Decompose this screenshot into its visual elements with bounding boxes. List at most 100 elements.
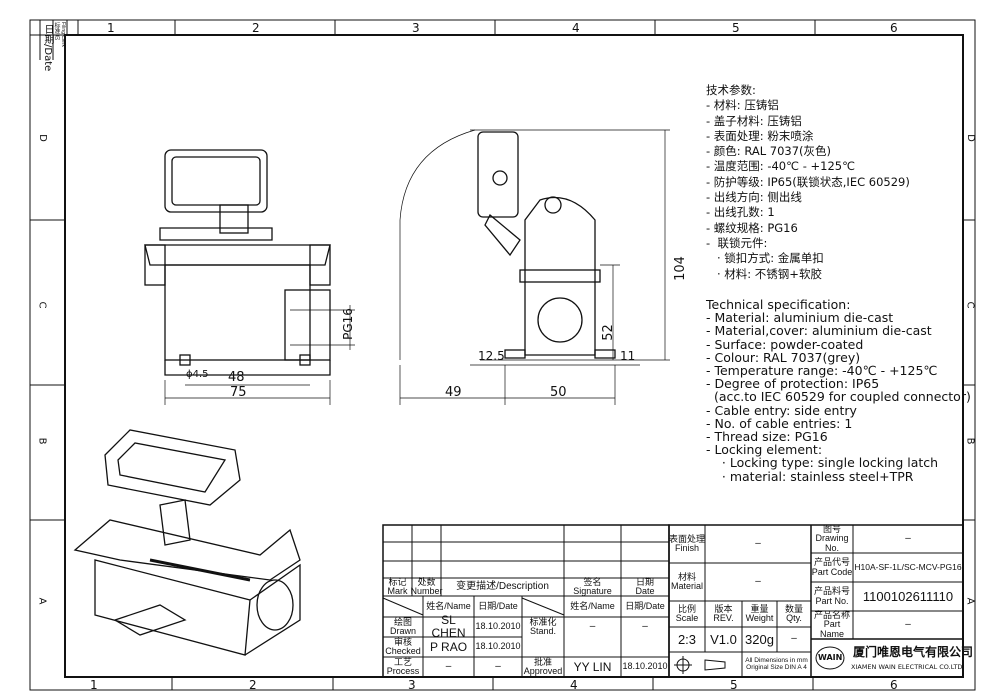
process-date: – (495, 660, 501, 672)
spec-en-line: - Material,cover: aluminium die-cast (706, 323, 932, 339)
column-label: 1 (107, 21, 115, 35)
spec-cn-line: - 温度范围: -40℃ - +125℃ (706, 159, 855, 174)
dim-inner-width: 48 (228, 370, 245, 385)
scale-value: 2:3 (677, 631, 697, 647)
spec-en-line: - Degree of protection: IP65 (706, 376, 880, 392)
column-dividers (30, 20, 975, 690)
wain-logo (815, 646, 845, 670)
part-name-value: – (905, 618, 911, 630)
spec-en-line: - Locking element: (706, 442, 823, 458)
dim-hole: ϕ4.5 (186, 369, 209, 380)
spec-en-line: · Locking type: single locking latch (706, 455, 939, 471)
dim-height: 104 (672, 256, 688, 281)
drawn-date: 18.10.2010 (475, 621, 521, 632)
dim-mid-height: 52 (600, 324, 616, 341)
spec-cn-line: - 联锁元件: (706, 235, 768, 250)
side-view (399, 129, 670, 405)
stand-date: – (642, 620, 648, 632)
checked-name: P RAO (429, 639, 468, 654)
part-no-value: 1100102611110 (862, 588, 954, 604)
date-header: 日期/Date (478, 600, 518, 611)
weight-value: 320g (745, 631, 774, 647)
spec-en-line: - Temperature range: -40℃ - +125℃ (706, 363, 938, 379)
spec-en-line: - No. of cable entries: 1 (706, 415, 853, 431)
spec-cn-line: - 出线孔数: 1 (706, 205, 775, 220)
column-label: 4 (572, 21, 580, 35)
column-label: 1 (90, 678, 98, 692)
spec-cn-line: - 颜色: RAL 7037(灰色) (706, 144, 832, 159)
spec-en-line: - Surface: powder-coated (706, 336, 864, 352)
specs-cn-title: 技术参数: (706, 83, 756, 97)
spec-cn-line: - 防护等级: IP65(联锁状态,IEC 60529) (706, 174, 910, 189)
column-label: 4 (570, 678, 578, 692)
row-label: B (36, 437, 48, 445)
spec-en-line: - Material: aluminium die-cast (706, 310, 894, 326)
date-header: 日期/Date (625, 600, 665, 611)
row-label: D (964, 134, 976, 142)
name-header: 姓名/Name (570, 600, 615, 611)
row-label: A (964, 597, 976, 605)
wain-logo-text: WAIN (818, 653, 843, 662)
isometric-view (73, 429, 301, 656)
spec-cn-line: - 出线方向: 侧出线 (706, 190, 802, 205)
spec-en-line: (acc.to IEC 60529 for coupled connector) (706, 389, 971, 405)
spec-en-line: - Cable entry: side entry (706, 402, 857, 418)
column-label: 3 (412, 21, 420, 35)
column-label: 6 (890, 678, 898, 692)
spec-cn-line: - 表面处理: 粉末喷涂 (706, 128, 814, 143)
finish-value: – (755, 537, 761, 549)
specs-en: Technical specification: - Material: alu… (706, 298, 971, 483)
side-clerk-en: Filing Clerk (60, 22, 66, 48)
rev-value: V1.0 (710, 631, 737, 647)
drawn-name: SL CHEN (431, 613, 466, 640)
column-label: 5 (730, 678, 738, 692)
drawing-no-value: – (905, 532, 911, 544)
dim-outer-width: 75 (230, 385, 247, 400)
column-label: 3 (408, 678, 416, 692)
column-label: 5 (732, 21, 740, 35)
dim-right-flange: 11 (620, 349, 636, 363)
spec-en-line: - Thread size: PG16 (706, 429, 828, 445)
front-view (144, 149, 355, 405)
column-label: 2 (249, 678, 257, 692)
specs-en-title: Technical specification: (706, 297, 851, 312)
spec-cn-line: - 材料: 压铸铝 (706, 98, 779, 113)
company-name-en: XIAMEN WAIN ELECTRICAL CO.LTD (851, 663, 963, 671)
stand-name: – (589, 620, 596, 632)
name-header: 姓名/Name (426, 600, 471, 611)
outer-border (29, 19, 976, 691)
description-header: 变更描述/Description (456, 580, 549, 592)
part-code-value: H10A-SF-1L/SC-MCV-PG16 (854, 562, 962, 573)
column-label: 6 (890, 21, 898, 35)
spec-en-line: · material: stainless steel+TPR (706, 468, 914, 484)
material-value: – (755, 575, 761, 587)
spec-cn-line: · 材料: 不锈钢+软胶 (706, 266, 822, 281)
dim-thread: PG16 (340, 308, 355, 340)
row-label: C (36, 301, 48, 309)
part-table-lines (668, 524, 964, 678)
company-name-cn: 厦门唯恩电气有限公司 (853, 645, 974, 659)
spec-cn-line: - 螺纹规格: PG16 (706, 220, 798, 235)
approved-date: 18.10.2010 (622, 661, 668, 672)
projection-cone-symbol (704, 659, 726, 671)
